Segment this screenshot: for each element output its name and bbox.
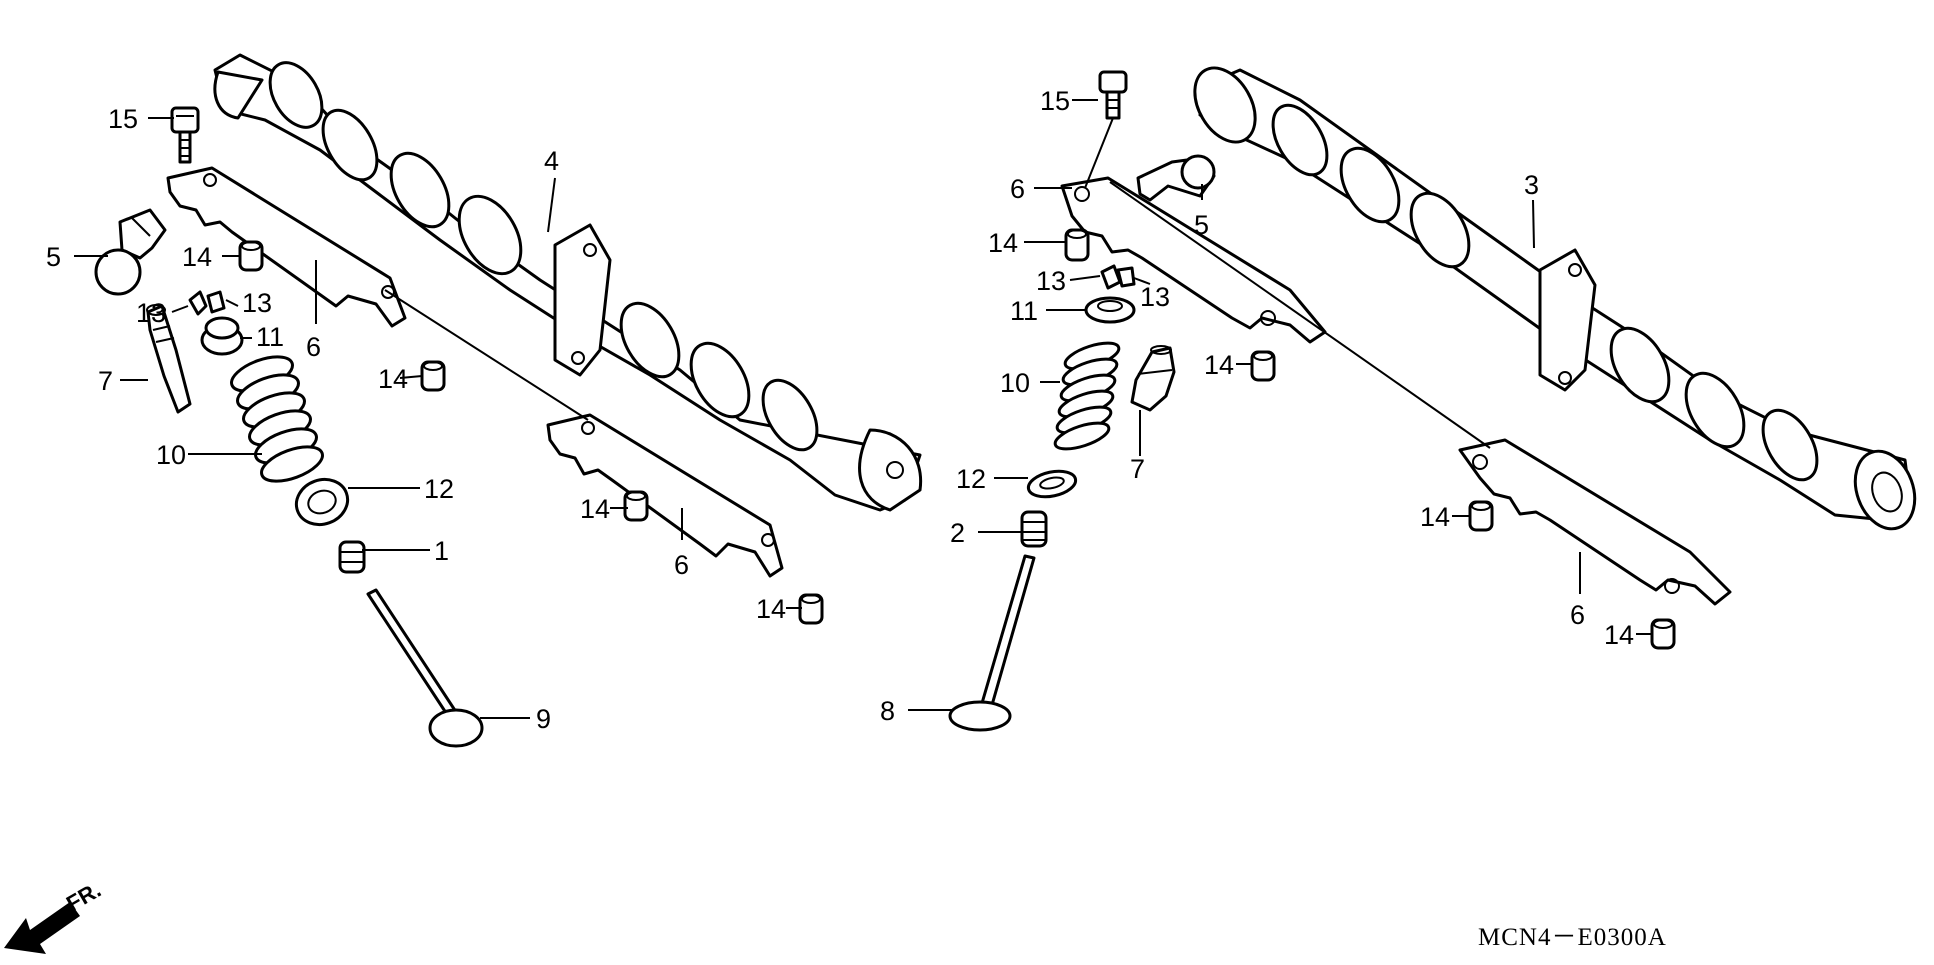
callout-13: 13 <box>1036 266 1066 296</box>
dowel-pin-right-b <box>1250 350 1276 382</box>
valve-spring-left <box>230 355 324 483</box>
rocker-arm-left <box>94 208 167 296</box>
diagram-code: MCN4－E0300A <box>1478 924 1667 951</box>
callout-12: 12 <box>424 474 454 504</box>
spring-retainer-left <box>200 316 244 356</box>
valve-right <box>948 554 1036 732</box>
valve-cotters-right <box>1100 264 1136 290</box>
callout-9: 9 <box>536 704 551 734</box>
callout-10: 10 <box>1000 368 1030 398</box>
callout-5: 5 <box>46 242 61 272</box>
camshaft-left <box>213 53 923 512</box>
callout-13: 13 <box>242 288 272 318</box>
dowel-pin-left-d <box>798 593 824 625</box>
callout-11: 11 <box>256 322 284 352</box>
callout-13: 13 <box>136 298 166 328</box>
dowel-pin-left-c <box>623 490 649 522</box>
callout-15: 15 <box>108 104 138 134</box>
callout-6: 6 <box>306 332 321 362</box>
callout-5: 5 <box>1194 210 1209 240</box>
callout-14: 14 <box>1204 350 1234 380</box>
callout-8: 8 <box>880 696 895 726</box>
stem-seal-left <box>338 540 366 574</box>
leader-lines <box>74 99 1652 719</box>
callout-14: 14 <box>1420 502 1450 532</box>
callout-1: 1 <box>434 536 449 566</box>
dowel-pins <box>238 228 1676 650</box>
callout-7: 7 <box>98 366 113 396</box>
dowel-pin-right-d <box>1650 618 1676 650</box>
callout-6: 6 <box>1570 600 1585 630</box>
callout-14: 14 <box>378 364 408 394</box>
callout-14: 14 <box>182 242 212 272</box>
cam-bracket-left-lower <box>546 413 784 578</box>
callout-13: 13 <box>1140 282 1170 312</box>
callout-15: 15 <box>1040 86 1070 116</box>
callout-14: 14 <box>580 494 610 524</box>
callout-10: 10 <box>156 440 186 470</box>
valve-lifter-left <box>146 304 192 414</box>
bolt-right <box>1084 70 1128 189</box>
rocker-arm-right <box>1136 154 1216 202</box>
cam-bracket-right-lower <box>1458 438 1732 606</box>
callout-12: 12 <box>956 464 986 494</box>
valve-spring-right <box>1053 341 1121 451</box>
spring-retainer-right <box>1084 296 1136 324</box>
valve-left <box>366 588 484 748</box>
valve-lifter-right <box>1130 345 1176 412</box>
valve-cotters-left <box>188 290 226 316</box>
camshaft-right <box>1193 66 1917 531</box>
callout-14: 14 <box>756 594 786 624</box>
cam-bracket-right-upper <box>1060 176 1327 344</box>
dowel-pin-left-b <box>420 360 446 392</box>
bolt-left <box>170 106 200 164</box>
spring-seat-left <box>294 477 350 527</box>
callout-4: 4 <box>544 146 559 176</box>
callout-7: 7 <box>1130 454 1145 484</box>
stem-seal-right <box>1020 510 1048 548</box>
callout-6: 6 <box>1010 174 1025 204</box>
spring-seat-right <box>1026 469 1078 499</box>
callout-2: 2 <box>950 518 965 548</box>
callout-6: 6 <box>674 550 689 580</box>
dowel-pin-right-a <box>1064 228 1090 262</box>
dowel-pin-right-c <box>1468 500 1494 532</box>
callout-11: 11 <box>1010 296 1038 326</box>
callout-3: 3 <box>1524 170 1539 200</box>
callout-numbers: 15 5 14 13 13 11 6 14 7 10 12 1 9 4 14 6… <box>46 86 1634 734</box>
callout-14: 14 <box>1604 620 1634 650</box>
callout-14: 14 <box>988 228 1018 258</box>
front-direction-arrow: FR. <box>4 877 105 954</box>
dowel-pin-left-a <box>238 240 264 272</box>
